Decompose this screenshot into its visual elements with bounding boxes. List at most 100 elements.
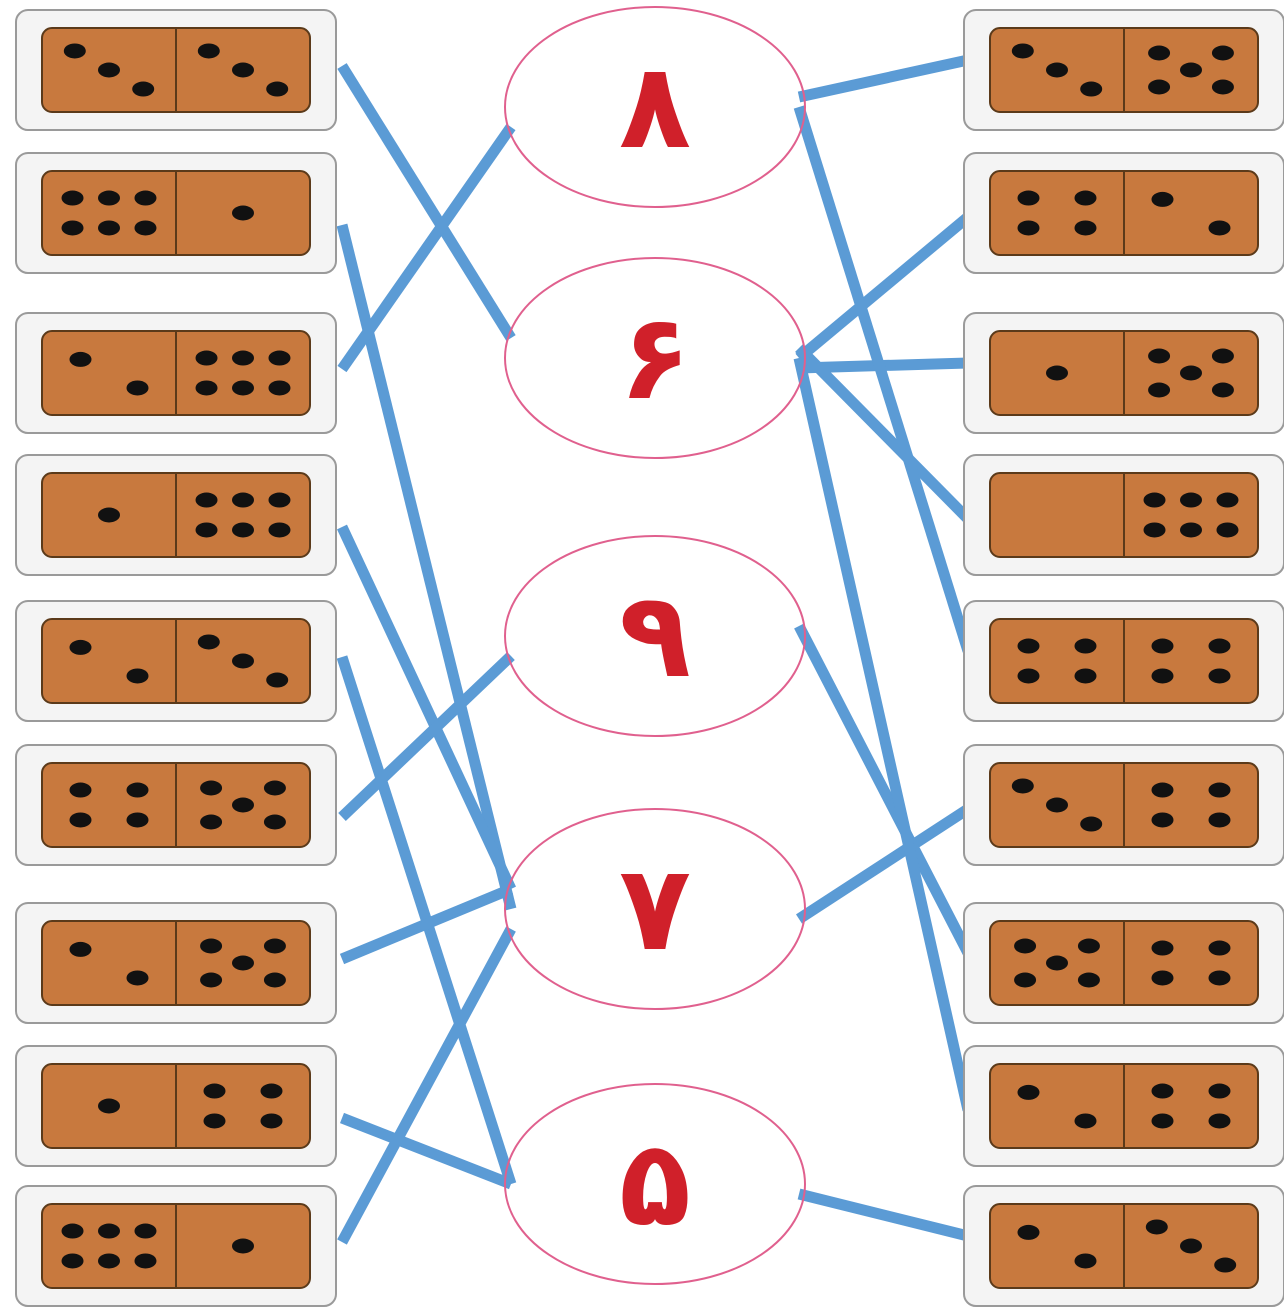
pip (1017, 638, 1040, 654)
right-domino[interactable] (963, 600, 1284, 722)
circle-outline (504, 808, 806, 1010)
pip (134, 220, 157, 236)
pip (260, 1113, 283, 1129)
pip (98, 62, 120, 78)
pip (232, 797, 254, 813)
pip (232, 380, 254, 396)
pip (1208, 668, 1231, 684)
pip (1074, 220, 1097, 236)
right-domino[interactable] (963, 312, 1284, 434)
left-domino[interactable] (15, 600, 337, 722)
pip (1208, 940, 1231, 956)
pip (1216, 522, 1239, 538)
circle-outline (504, 535, 806, 737)
pip (1211, 382, 1234, 398)
pip (1211, 79, 1234, 95)
number-circle[interactable]: ۶ (504, 257, 806, 459)
number-label: ۸ (619, 37, 691, 175)
pip (266, 672, 289, 688)
pip (263, 814, 286, 830)
pip (1151, 782, 1174, 798)
pip (260, 1083, 283, 1099)
pip (232, 522, 254, 538)
pip (126, 782, 149, 798)
pip (1148, 79, 1171, 95)
right-domino[interactable] (963, 454, 1284, 576)
pip (232, 62, 254, 78)
pip (195, 380, 218, 396)
pip (1080, 816, 1103, 832)
pip (1011, 43, 1034, 59)
pip (69, 639, 92, 655)
pip (1077, 938, 1100, 954)
pip (126, 812, 149, 828)
pip (61, 1223, 84, 1239)
left-domino[interactable] (15, 1185, 337, 1307)
right-domino[interactable] (963, 1045, 1284, 1167)
pip (98, 220, 120, 236)
pip (134, 1223, 157, 1239)
pip (69, 812, 92, 828)
pip (98, 1253, 120, 1269)
number-circle[interactable]: ۵ (504, 1083, 806, 1285)
pip (1046, 797, 1068, 813)
connection-line (337, 524, 516, 892)
number-circle[interactable]: ۸ (504, 6, 806, 208)
pip (1145, 1219, 1168, 1235)
pip (232, 1238, 254, 1254)
pip (1017, 1084, 1040, 1100)
pip (195, 492, 218, 508)
pip (232, 350, 254, 366)
pip (98, 190, 120, 206)
pip (98, 1098, 120, 1114)
pip (203, 1113, 226, 1129)
pip (1151, 940, 1174, 956)
number-label: ۶ (619, 288, 691, 426)
number-circle[interactable]: ۷ (504, 808, 806, 1010)
left-domino[interactable] (15, 152, 337, 274)
right-domino[interactable] (963, 9, 1284, 131)
pip (1180, 522, 1202, 538)
left-domino[interactable] (15, 312, 337, 434)
pip (232, 492, 254, 508)
pip (1208, 220, 1231, 236)
dominoes (15, 9, 1284, 1307)
pip (1017, 668, 1040, 684)
connection-line (338, 652, 515, 821)
left-domino[interactable] (15, 744, 337, 866)
circle-outline (504, 1083, 806, 1285)
connection-line (337, 123, 516, 373)
connection-line (797, 1188, 970, 1242)
pip (1074, 1113, 1097, 1129)
pip (1211, 348, 1234, 364)
pip (1148, 348, 1171, 364)
right-domino[interactable] (963, 744, 1284, 866)
number-circle[interactable]: ۹ (504, 535, 806, 737)
right-domino[interactable] (963, 152, 1284, 274)
pip (1151, 812, 1174, 828)
pip (1208, 970, 1231, 986)
pip (1046, 955, 1068, 971)
pip (1074, 638, 1097, 654)
pip (1208, 782, 1231, 798)
number-label: ۷ (619, 839, 691, 977)
connection-line (336, 223, 517, 911)
left-domino[interactable] (15, 454, 337, 576)
left-domino[interactable] (15, 902, 337, 1024)
pip (268, 380, 291, 396)
connection-line (795, 804, 972, 924)
left-domino[interactable] (15, 1045, 337, 1167)
connection-line (337, 926, 516, 1245)
connection-line (797, 54, 970, 103)
pip (1046, 365, 1068, 381)
pip (1046, 62, 1068, 78)
pip (61, 190, 84, 206)
pip (1151, 970, 1174, 986)
pip (1148, 382, 1171, 398)
left-domino[interactable] (15, 9, 337, 131)
right-domino[interactable] (963, 1185, 1284, 1307)
pip (61, 1253, 84, 1269)
pip (1151, 1083, 1174, 1099)
right-domino[interactable] (963, 902, 1284, 1024)
